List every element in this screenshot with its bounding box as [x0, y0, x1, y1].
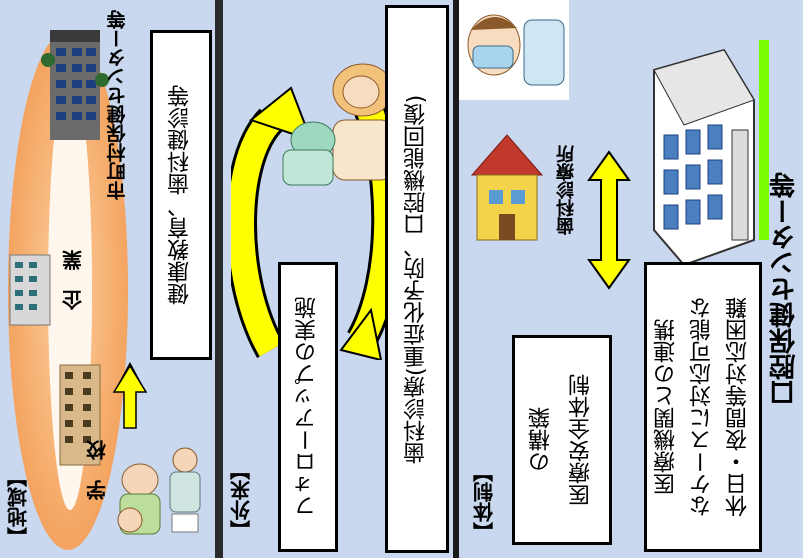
medical-safety-line: の構築 [529, 407, 554, 473]
family-consultation-icon [117, 447, 201, 535]
cooperation-box: 医療機関との連携 なケースに対応可能な 休日・夜間等対応困難 [644, 262, 762, 552]
company-building-icon [9, 254, 51, 326]
masked-dentist-icon [459, 0, 569, 100]
oral-health-center-building-icon [653, 48, 755, 267]
cooperation-line: 休日・夜間等対応困難 [726, 297, 751, 517]
health-education-box: 健康教育、歯科健診等 [150, 30, 212, 360]
dental-treatment-icon [282, 63, 394, 186]
region-section-label: 【地域】 [6, 467, 31, 548]
municipal-building-icon [41, 30, 109, 140]
divider-line [215, 0, 223, 558]
treatment-box: 歯科診療(重症化予防、口腔機能回復) [385, 5, 449, 553]
municipal-health-center-label: 市町村保健センター等 [106, 10, 129, 200]
outpatient-panel: フォローアップの実施 【外来】 歯科診療(重症化予防、口腔機能回復) [223, 0, 453, 558]
green-highlight [759, 40, 769, 240]
yellow-arrow-icon [112, 361, 148, 429]
school-building-icon [59, 364, 101, 466]
dental-clinic-house-icon [470, 134, 544, 241]
double-arrow-icon [587, 150, 631, 290]
follow-up-box: フォローアップの実施 [278, 262, 338, 552]
outpatient-section-label: 【外来】 [229, 460, 254, 540]
system-panel: 歯科診療所 口腔保健センター等 の構築 医療安全体制 【体制】 医療機関との連携… [459, 0, 803, 558]
region-panel: 企 業 学 校 市町村保健センター等 【地域】 健康教育、歯科健診等 [0, 0, 215, 558]
cooperation-line: なケースに対応可能な [690, 297, 715, 517]
company-label: 企 業 [61, 250, 86, 310]
cooperation-line: 医療機関との連携 [654, 319, 679, 495]
divider-line [453, 0, 459, 558]
system-section-label: 【体制】 [472, 462, 497, 543]
medical-safety-box: の構築 医療安全体制 [512, 335, 612, 545]
oral-health-center-label: 口腔保健センター等 [769, 172, 800, 406]
dental-clinic-label: 歯科診療所 [556, 145, 577, 235]
medical-safety-line: 医療安全体制 [569, 374, 594, 506]
